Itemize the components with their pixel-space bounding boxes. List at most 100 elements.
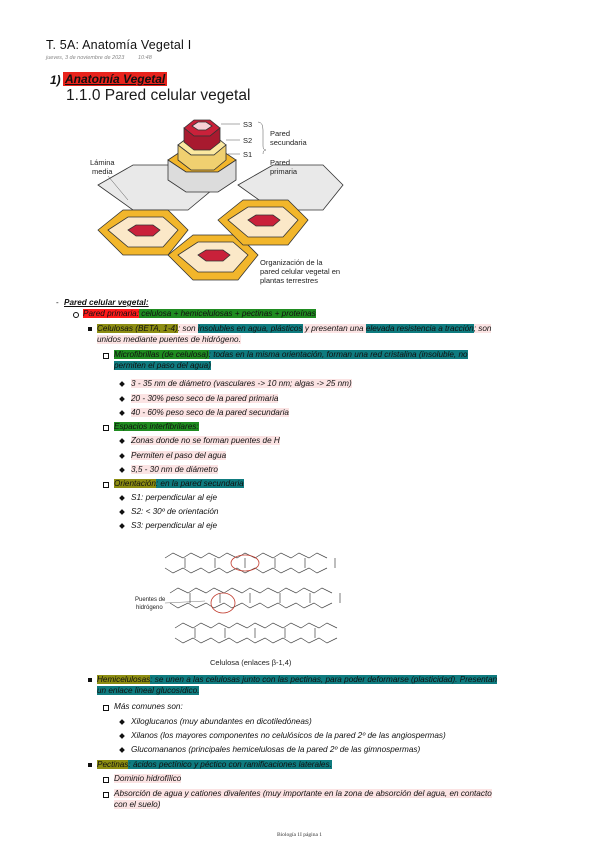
figure-title: 1.1.0 Pared celular vegetal	[66, 87, 251, 104]
label-pared-secundaria-1: Pared	[270, 129, 290, 138]
espacios-item: 3,5 - 30 nm de diámetro	[131, 464, 218, 475]
celulosas-t1: : son	[177, 324, 198, 333]
bullet-square	[88, 763, 92, 767]
hemi-item: Xilanos (los mayores componentes no celu…	[131, 730, 446, 741]
bullet-square	[88, 678, 92, 682]
bullet-diamond	[119, 719, 125, 725]
hemi-item: Xiloglucanos (muy abundantes en dicotile…	[131, 716, 312, 727]
micro-item: 40 - 60% peso seco de la pared secundari…	[131, 407, 289, 418]
section-title: Anatomía Vegetal	[63, 72, 168, 86]
celulosas-t5: ; son	[473, 324, 492, 333]
orientacion-item: S3: perpendicular al eje	[131, 520, 217, 531]
bullet-square	[88, 327, 92, 331]
espacios-item-text: 3,5 - 30 nm de diámetro	[131, 465, 218, 474]
bullet-diamond	[119, 509, 125, 515]
note-date: jueves, 3 de noviembre de 2023	[46, 55, 125, 61]
hemicelulosas-line: Hemicelulosas: se unen a las celulosas j…	[97, 674, 498, 685]
micro-item-text: 20 - 30% peso seco de la pared primaria	[131, 394, 279, 403]
bullet-diamond	[119, 410, 125, 416]
espacios-item-text: Permiten el paso del agua	[131, 451, 227, 460]
pared-primaria-label: Pared primaria:	[83, 309, 139, 318]
micro-item: 20 - 30% peso seco de la pared primaria	[131, 393, 279, 404]
celulosas-line-2: unidos mediante puentes de hidrógeno.	[97, 334, 241, 345]
orientacion-item: S2: < 30º de orientación	[131, 506, 218, 517]
wall-tower	[167, 119, 237, 193]
pectinas-item: Absorción de agua y cationes divalentes …	[114, 788, 492, 799]
mas-comunes: Más comunes son:	[114, 702, 183, 711]
label-lamina-media-2: media	[92, 167, 113, 176]
cellulose-structure-diagram: Puentes de hidrógeno Celulosa (enlaces β…	[135, 552, 341, 667]
micro-item-text: 3 - 35 nm de diámetro (vasculares -> 10 …	[131, 379, 352, 388]
note-title: T. 5A: Anatomía Vegetal I	[46, 38, 192, 52]
pectinas-line: Pectinas: ácidos pectínico y péctico con…	[97, 759, 332, 770]
pectinas-text: : ácidos pectínico y péctico con ramific…	[128, 760, 332, 769]
label-s2: S2	[243, 136, 252, 145]
note-time: 10:48	[138, 55, 152, 61]
bullet-box	[103, 425, 109, 431]
pared-primaria-line: Pared primaria: celulosa + hemicelulosas…	[83, 308, 316, 319]
pectinas-item-text: Absorción de agua y cationes divalentes …	[114, 789, 492, 798]
celulosas-t2: insolubles en agua, plásticos	[197, 324, 303, 333]
pectinas-item-continued: con el suelo)	[114, 799, 161, 810]
micro-item-text: 40 - 60% peso seco de la pared secundari…	[131, 408, 289, 417]
hemicelulosas-label: Hemicelulosas	[97, 675, 151, 684]
hemi-item-text: Xilanos (los mayores componentes no celu…	[131, 731, 446, 740]
bullet-box	[103, 705, 109, 711]
microfibrillas-line-2: permiten el paso del agua)	[114, 360, 211, 371]
label-lamina-media-1: Lámina	[90, 158, 115, 167]
bullet-diamond	[119, 523, 125, 529]
espacios-line: Espacios interfibrilares:	[114, 421, 199, 432]
espacios-label: Espacios interfibrilares:	[114, 422, 199, 431]
celulosas-label: Celulosas (BETA, 1-4)	[97, 324, 178, 333]
hydrogen-bond-highlights	[210, 554, 260, 614]
pectinas-item-text: con el suelo)	[114, 800, 161, 809]
hemi-item-text: Xiloglucanos (muy abundantes en dicotile…	[131, 717, 312, 726]
bullet-box	[103, 482, 109, 488]
section-number: 1)	[50, 73, 61, 87]
bullet-box	[103, 792, 109, 798]
orientacion-item: S1: perpendicular al eje	[131, 492, 217, 503]
caption-line-2: pared celular vegetal en	[260, 267, 340, 276]
pectinas-item: Dominio hidrofílico	[114, 773, 182, 784]
label-s3: S3	[243, 120, 252, 129]
bullet-box	[103, 777, 109, 783]
cellulose-chains	[164, 552, 341, 644]
label-pared-primaria-2: primaria	[270, 167, 298, 176]
bullet-diamond	[119, 453, 125, 459]
bullet-diamond	[119, 396, 125, 402]
cell-wall-diagram: S3 S2 S1 Pared secundaria Pared primaria…	[90, 119, 344, 285]
orientacion-text: : en la pared secundaria	[155, 479, 244, 488]
espacios-item: Zonas donde no se forman puentes de H	[131, 435, 280, 446]
caption-line-3: plantas terrestres	[260, 276, 318, 285]
microfibrillas-line: Microfibrillas (de celulosa): todas en l…	[114, 349, 468, 360]
bullet-diamond	[119, 495, 125, 501]
hemi-item-text: Glucomananos (principales hemicelulosas …	[131, 745, 421, 754]
cellulose-caption: Celulosa (enlaces β-1,4)	[210, 658, 292, 667]
bullet-dash: -	[56, 298, 59, 307]
hemicelulosas-text: : se unen a las celulosas junto con las …	[150, 675, 498, 684]
page-footer: Biología 1I página 1	[276, 832, 323, 838]
label-s1: S1	[243, 150, 252, 159]
heading-pared-celular: Pared celular vegetal:	[64, 298, 149, 307]
orientacion-item-text: S3: perpendicular al eje	[131, 521, 218, 530]
bullet-diamond	[119, 747, 125, 753]
celulosas-line-2-text: unidos mediante puentes de hidrógeno.	[97, 335, 241, 344]
pectinas-label: Pectinas	[97, 760, 129, 769]
bullet-diamond	[119, 438, 125, 444]
puentes-label-2: hidrógeno	[136, 605, 163, 611]
celulosas-t4: elevada resistencia a tracción	[365, 324, 474, 333]
label-pared-secundaria-2: secundaria	[270, 138, 308, 147]
hemicelulosas-line-2-text: un enlace lineal glucosídico.	[97, 686, 200, 695]
puentes-label-1: Puentes de	[135, 597, 166, 603]
label-pared-primaria-1: Pared	[270, 158, 290, 167]
orientacion-item-text: S2: < 30º de orientación	[131, 507, 219, 516]
bullet-diamond	[119, 733, 125, 739]
celulosas-line: Celulosas (BETA, 1-4): son insolubles en…	[97, 323, 492, 334]
espacios-item: Permiten el paso del agua	[131, 450, 227, 461]
bullet-diamond	[119, 381, 125, 387]
orientacion-label: Orientación	[114, 479, 156, 488]
bullet-box	[103, 353, 109, 359]
pectinas-item-text: Dominio hidrofílico	[114, 774, 182, 783]
microfibrillas-line-2-text: permiten el paso del agua)	[114, 361, 211, 370]
microfibrillas-text: : todas en la misma orientación, forman …	[208, 350, 468, 359]
